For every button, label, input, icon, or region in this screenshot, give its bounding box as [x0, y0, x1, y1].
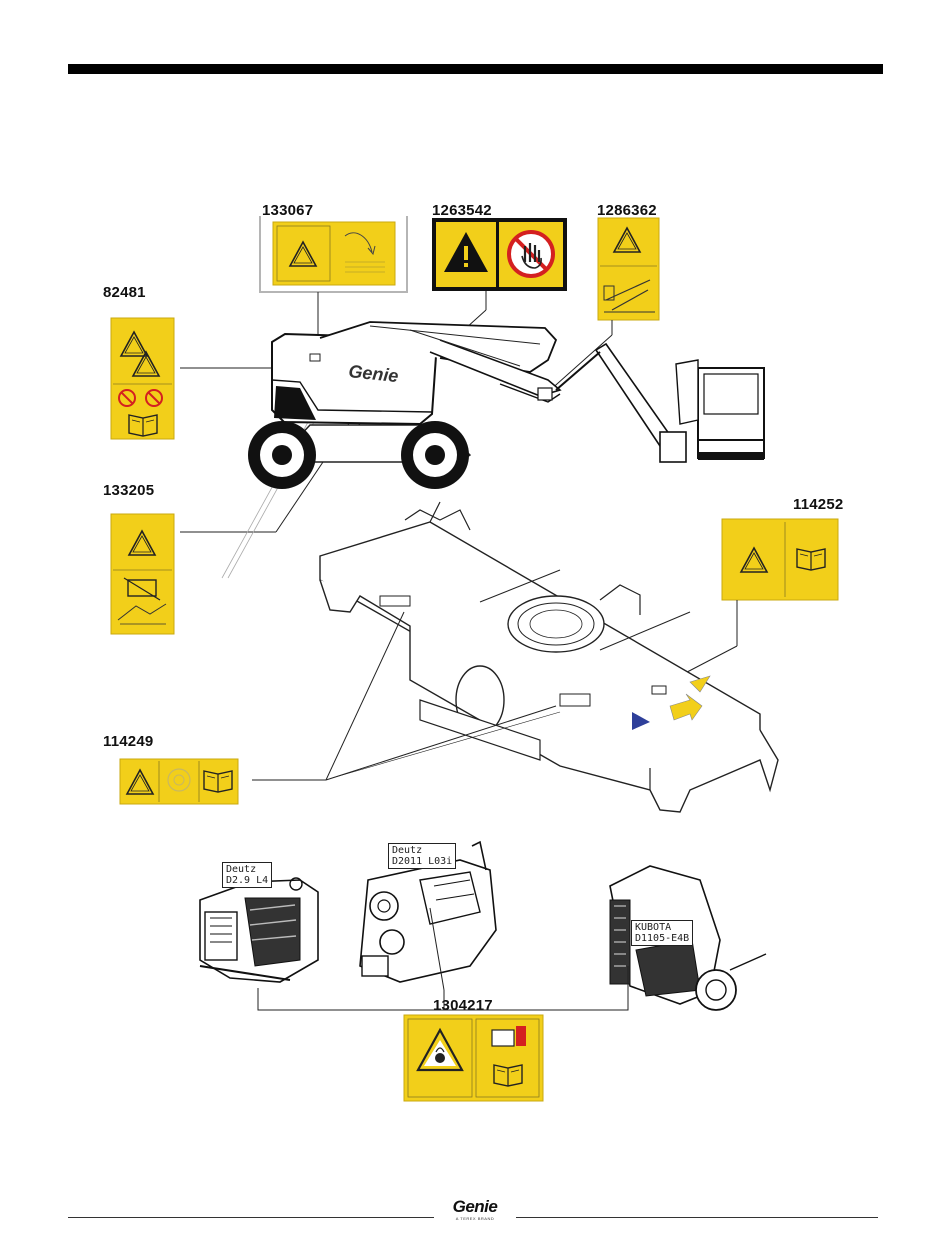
engine-label-deutz-d29: Deutz D2.9 L4	[222, 862, 272, 888]
decal-1304217	[404, 1015, 543, 1101]
footer-genie-logo: Genie A TEREX BRAND	[438, 1198, 512, 1221]
footer-logo-text: Genie	[438, 1198, 512, 1216]
footer-rule-left	[68, 1217, 434, 1218]
decal-114252	[668, 519, 838, 682]
engine-model: D2.9 L4	[226, 875, 268, 886]
boom-lift-illustration: Genie	[248, 322, 764, 489]
engine-make: Deutz	[392, 845, 452, 856]
chassis-frame-illustration	[320, 502, 778, 812]
engine-label-kubota: KUBOTA D1105-E4B	[631, 920, 693, 946]
engine-model: D2011 L03i	[392, 856, 452, 867]
footer-logo-subtext: A TEREX BRAND	[438, 1216, 512, 1221]
engine-make: KUBOTA	[635, 922, 689, 933]
engine-make: Deutz	[226, 864, 268, 875]
engine-model: D1105-E4B	[635, 933, 689, 944]
engine-label-deutz-d2011: Deutz D2011 L03i	[388, 843, 456, 869]
footer-rule-right	[516, 1217, 878, 1218]
engine-deutz-d29	[200, 878, 318, 982]
